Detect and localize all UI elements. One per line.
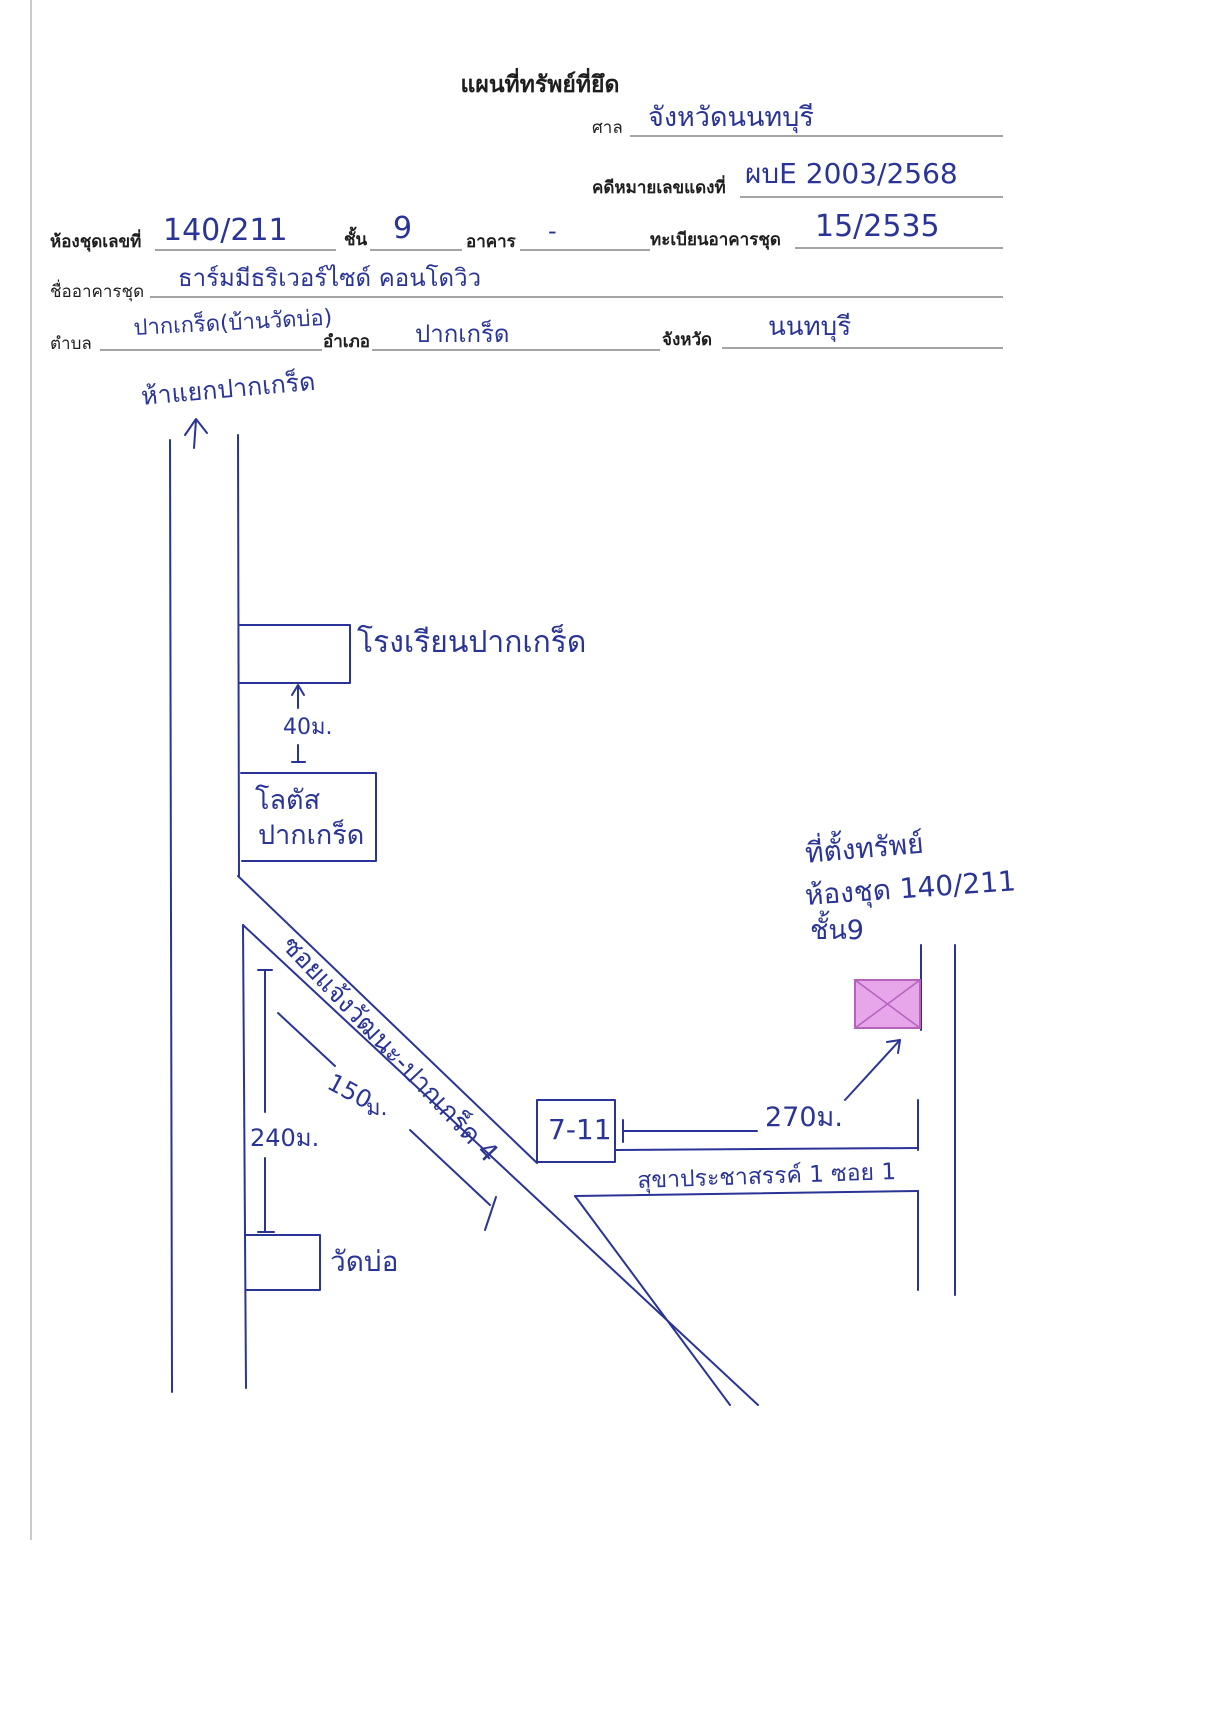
soi-distance-unit: ม. bbox=[366, 1096, 388, 1121]
floor-label: ชั้น bbox=[344, 230, 368, 250]
store-building bbox=[536, 1099, 616, 1163]
soi-distance-tick bbox=[484, 1196, 497, 1231]
registration-value: 15/2535 bbox=[815, 209, 940, 244]
soi-distance-line-upper bbox=[277, 1012, 336, 1067]
store-label: 7-11 bbox=[548, 1113, 612, 1146]
condo-name-label: ชื่ออาคารชุด bbox=[50, 282, 145, 302]
soi-road-south-edge bbox=[242, 924, 759, 1406]
floor-value: 9 bbox=[393, 211, 413, 246]
school-label: โรงเรียนปากเกร็ด bbox=[357, 625, 587, 660]
lotus-label-line2: ปากเกร็ด bbox=[258, 820, 365, 851]
store-property-distance-label: 270ม. bbox=[765, 1102, 843, 1133]
district-value: ปากเกร็ด bbox=[415, 320, 510, 348]
distance-arrowhead bbox=[291, 684, 305, 696]
main-road-east-edge-south bbox=[242, 924, 247, 1389]
property-pointer-arrow-icon bbox=[844, 1039, 901, 1101]
province-value: นนทบุรี bbox=[768, 312, 852, 342]
pointer-shaft bbox=[844, 1039, 901, 1101]
court-value: จังหวัดนนทบุรี bbox=[648, 102, 814, 133]
property-cross-b bbox=[854, 979, 921, 1029]
school-lotus-distance-label: 40ม. bbox=[283, 715, 333, 740]
subdistrict-label: ตำบล bbox=[50, 334, 92, 354]
lotus-building bbox=[240, 772, 377, 862]
soi-distance-marker bbox=[277, 1012, 497, 1231]
north-arrow-head bbox=[184, 418, 208, 436]
unit-no-label: ห้องชุดเลขที่ bbox=[50, 232, 142, 252]
property-marker-icon bbox=[854, 979, 921, 1029]
soi-distance-line-lower bbox=[409, 1129, 491, 1206]
school-lotus-distance-marker bbox=[291, 684, 306, 763]
soi-road-north-edge bbox=[237, 875, 538, 1164]
wat-building bbox=[245, 1234, 321, 1291]
district-label: อำเภอ bbox=[323, 332, 370, 352]
main-road-west-edge bbox=[169, 439, 173, 1393]
side-road-north-edge bbox=[614, 1147, 919, 1151]
main-road-east-edge-north bbox=[237, 434, 240, 877]
building-value: - bbox=[548, 217, 557, 245]
store-property-distance-marker bbox=[622, 1119, 758, 1143]
property-label-line3: ชั้น9 bbox=[810, 915, 864, 946]
registration-label: ทะเบียนอาคารชุด bbox=[650, 230, 781, 250]
case-no-label: คดีหมายเลขแดงที่ bbox=[592, 178, 726, 198]
condo-name-value: ธาร์มมีธริเวอร์ไซด์ คอนโดวิว bbox=[178, 264, 482, 292]
unit-no-value: 140/211 bbox=[163, 213, 288, 248]
north-arrow-icon bbox=[184, 418, 208, 449]
wat-label: วัดบ่อ bbox=[330, 1245, 399, 1278]
school-building bbox=[239, 624, 351, 684]
lotus-label-line1: โลตัส bbox=[255, 785, 321, 816]
building-label: อาคาร bbox=[466, 232, 516, 252]
document-title: แผนที่ทรัพย์ที่ยึด bbox=[460, 71, 620, 98]
pointer-head bbox=[886, 1039, 901, 1054]
side-road-south-edge bbox=[574, 1190, 919, 1197]
north-arrow-shaft bbox=[193, 419, 197, 449]
soi-road-north-edge-south bbox=[574, 1195, 731, 1406]
province-label: จังหวัด bbox=[662, 330, 713, 350]
wat-distance-marker bbox=[257, 969, 275, 1233]
case-no-value: ผบE 2003/2568 bbox=[745, 157, 958, 190]
wat-distance-label: 240ม. bbox=[250, 1124, 320, 1152]
court-label: ศาล bbox=[592, 118, 623, 138]
